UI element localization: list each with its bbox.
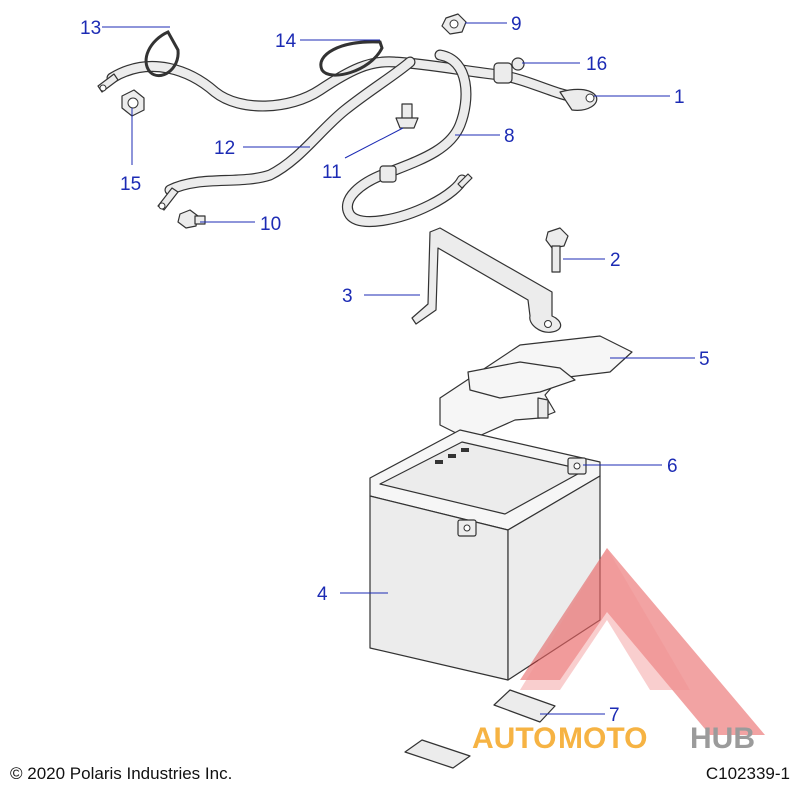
- callout-15: 15: [120, 174, 141, 195]
- connector-11: [395, 103, 419, 129]
- cable-8: [342, 49, 473, 227]
- callout-12: 12: [214, 138, 235, 159]
- callout-3: 3: [342, 286, 353, 307]
- callout-16: 16: [586, 54, 607, 75]
- callout-numbers: 13 14 9 16 1 8 11 12 15 10 2 3 5 6 4 7: [80, 14, 710, 726]
- callout-1: 1: [674, 87, 685, 108]
- copyright-notice: © 2020 Polaris Industries Inc.: [10, 764, 233, 783]
- hold-down-strap-5: [439, 335, 633, 441]
- callout-10: 10: [260, 214, 281, 235]
- callout-4: 4: [317, 584, 328, 605]
- bolt-2: [545, 227, 569, 273]
- automotohub-watermark-logo: AUTO MOTO HUB: [472, 548, 765, 755]
- bracket-3: [411, 227, 562, 333]
- pad-7: [404, 689, 556, 769]
- callout-13: 13: [80, 18, 101, 39]
- nut-9: [441, 13, 467, 35]
- callout-14: 14: [275, 31, 297, 52]
- battery-4: [369, 429, 601, 681]
- clip-16: [511, 57, 525, 71]
- callout-8: 8: [504, 126, 515, 147]
- callout-9: 9: [511, 14, 522, 35]
- main-cable-harness: [97, 30, 598, 112]
- watermark-moto: MOTO: [558, 722, 647, 755]
- callout-11: 11: [322, 162, 342, 183]
- callout-7: 7: [609, 705, 620, 726]
- callout-2: 2: [610, 250, 621, 271]
- callout-6: 6: [667, 456, 678, 477]
- callout-5: 5: [699, 349, 710, 370]
- grommet-15: [121, 89, 145, 117]
- cable-12: [157, 56, 416, 211]
- bolt-10: [177, 209, 206, 229]
- watermark-auto: AUTO: [472, 722, 556, 755]
- leader-lines: [102, 22, 695, 715]
- drawing-number: C102339-1: [705, 764, 790, 783]
- watermark-hub: HUB: [690, 722, 755, 755]
